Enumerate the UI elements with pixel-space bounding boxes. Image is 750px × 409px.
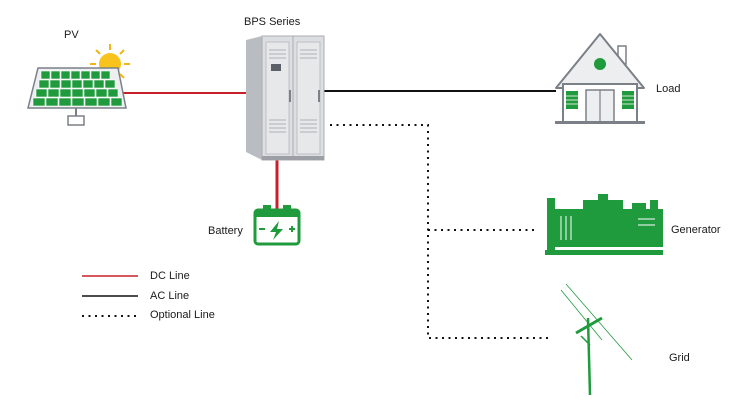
generator-label: Generator bbox=[671, 224, 721, 236]
solar-panel-icon bbox=[27, 44, 130, 126]
pv-label: PV bbox=[64, 29, 79, 41]
house-icon bbox=[555, 33, 645, 124]
legend-ac-label: AC Line bbox=[150, 290, 190, 302]
battery-label: Battery bbox=[208, 225, 243, 237]
optional-line bbox=[330, 124, 552, 339]
power-pole-icon bbox=[560, 283, 633, 396]
legend-optional-label: Optional Line bbox=[150, 309, 215, 321]
legend-dc-label: DC Line bbox=[150, 270, 190, 282]
bps-label: BPS Series bbox=[244, 16, 301, 28]
battery-icon bbox=[253, 205, 301, 246]
generator-icon bbox=[545, 194, 663, 255]
load-label: Load bbox=[656, 83, 681, 95]
grid-label: Grid bbox=[669, 352, 690, 364]
inverter-cabinet-icon bbox=[246, 35, 325, 161]
